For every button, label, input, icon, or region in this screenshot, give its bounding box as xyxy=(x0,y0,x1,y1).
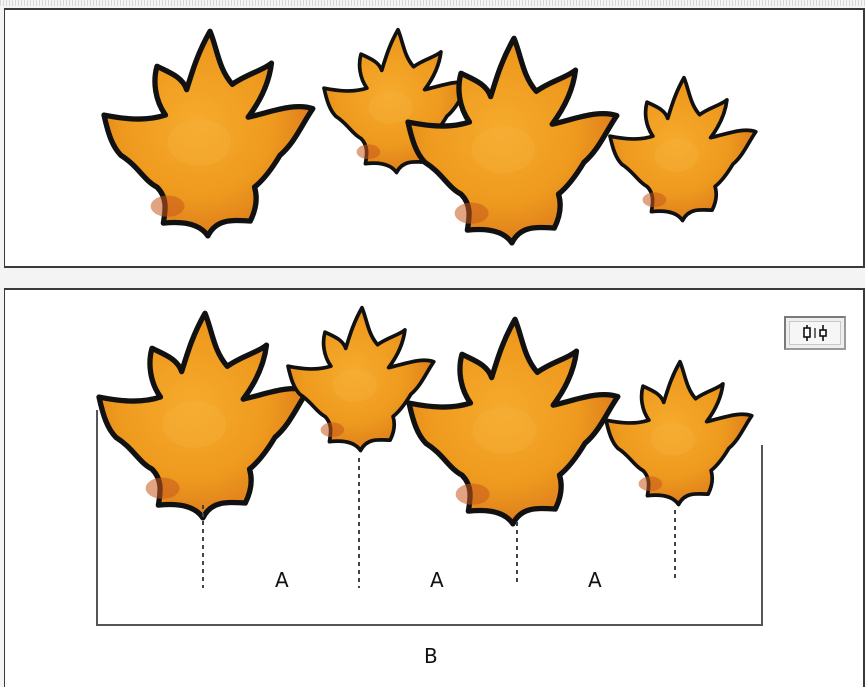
span-label-b: B xyxy=(424,644,438,668)
distribute-horizontal-centers-button[interactable] xyxy=(784,316,846,350)
leaf-top-1 xyxy=(104,31,313,236)
leaf-top-3 xyxy=(408,38,617,243)
leaf-bottom-4 xyxy=(606,362,752,505)
leaf-bottom-1 xyxy=(99,313,308,518)
gap-label-a-1: A xyxy=(275,568,289,592)
leaf-bottom-3 xyxy=(409,319,618,524)
canvas-top-strip xyxy=(0,0,865,6)
leaf-bottom-2 xyxy=(288,308,434,451)
leaf-top-4 xyxy=(610,78,756,221)
center-guides xyxy=(202,458,676,588)
gap-label-a-2: A xyxy=(430,568,444,592)
gap-label-a-3: A xyxy=(588,568,602,592)
span-bracket xyxy=(96,410,763,626)
distribute-horizontal-centers-icon xyxy=(803,325,827,341)
